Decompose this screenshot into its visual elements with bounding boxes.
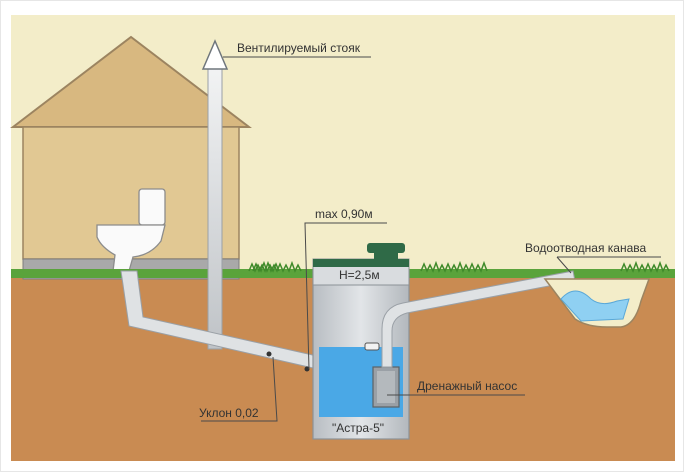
ditch-water bbox=[560, 290, 630, 322]
drain-pump-label: Дренажный насос bbox=[417, 379, 517, 393]
drain-ditch-label: Водоотводная канава bbox=[525, 241, 647, 255]
vent-cap-icon bbox=[201, 39, 229, 70]
slope-label: Уклон 0,02 bbox=[199, 406, 259, 420]
tank-lid-icon bbox=[367, 243, 405, 253]
leader-lines bbox=[201, 56, 661, 422]
vent-stack-pipe bbox=[201, 39, 229, 350]
drainage-ditch bbox=[543, 278, 651, 328]
toilet-icon bbox=[96, 188, 166, 272]
height-label: H=2,5м bbox=[339, 268, 380, 282]
float-switch-icon bbox=[364, 342, 380, 351]
max-depth-label: max 0,90м bbox=[315, 207, 373, 221]
vent-stack-label: Вентилируемый стояк bbox=[237, 41, 361, 55]
tank-lid-band bbox=[313, 259, 409, 267]
unit-name-label: "Астра-5" bbox=[332, 421, 384, 435]
